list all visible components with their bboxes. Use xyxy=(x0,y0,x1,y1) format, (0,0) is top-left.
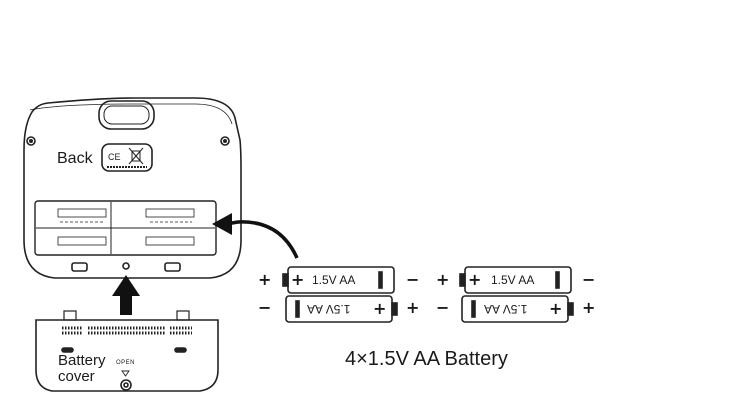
battery-cover-label-line1: Battery xyxy=(58,352,106,369)
polarity-minus-sign: − xyxy=(582,270,596,289)
polarity-plus-sign: + xyxy=(406,298,420,317)
battery-plus-sign: + xyxy=(549,299,563,318)
polarity-minus-sign: − xyxy=(436,298,450,317)
screw-icon xyxy=(26,136,36,146)
ce-mark-icon: CE xyxy=(108,152,121,162)
battery-cover-label-line2: cover xyxy=(58,368,95,385)
weee-bin-icon xyxy=(128,147,144,165)
device-back-label: Back xyxy=(57,150,93,167)
battery-cover-label: Battery cover xyxy=(58,353,106,385)
screw-icon xyxy=(220,136,230,146)
hang-slot xyxy=(98,100,155,130)
battery-label: 1.5V AA xyxy=(491,273,535,287)
battery-plus-sign: + xyxy=(373,299,387,318)
battery-label: 1.5V AA xyxy=(312,273,356,287)
polarity-plus-sign: + xyxy=(582,298,596,317)
battery-cover xyxy=(35,319,219,392)
battery-icon xyxy=(459,266,572,294)
battery-icon xyxy=(461,295,574,323)
polarity-minus-sign: − xyxy=(406,270,420,289)
curved-arrow-icon xyxy=(212,213,299,259)
battery-icon xyxy=(285,295,398,323)
device-back-housing xyxy=(23,97,242,279)
svg-text:CE: CE xyxy=(108,152,121,162)
battery-label: 1.5V AA xyxy=(307,302,351,316)
arrow-up-icon xyxy=(112,275,140,315)
battery-plus-sign: + xyxy=(468,270,482,289)
polarity-plus-sign: + xyxy=(436,270,450,289)
polarity-plus-sign: + xyxy=(258,270,272,289)
battery-icon xyxy=(282,266,395,294)
screw-icon xyxy=(120,379,132,391)
battery-label: 1.5V AA xyxy=(484,302,528,316)
open-label: OPEN xyxy=(116,360,136,366)
battery-caption: 4×1.5V AA Battery xyxy=(345,348,508,370)
polarity-minus-sign: − xyxy=(258,298,272,317)
battery-compartment xyxy=(34,200,217,256)
certification-label xyxy=(101,143,153,172)
battery-plus-sign: + xyxy=(291,270,305,289)
